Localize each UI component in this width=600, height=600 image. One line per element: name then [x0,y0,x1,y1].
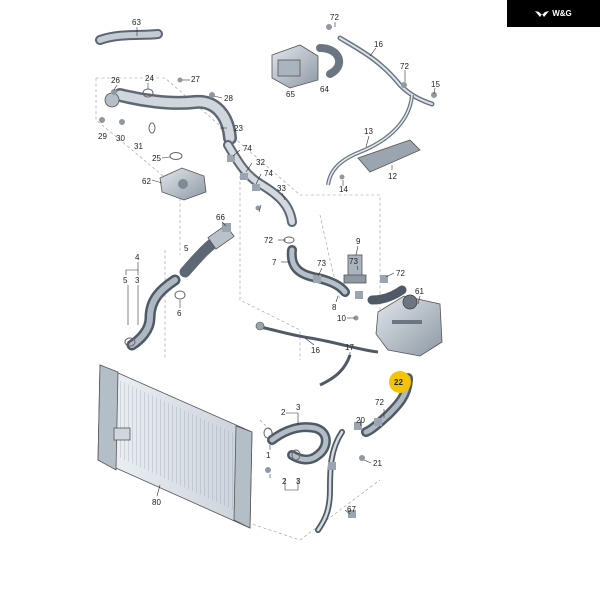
callout-7: 7 [272,258,277,267]
callout-33: 33 [277,184,286,193]
callout-65: 65 [286,90,295,99]
pipe-67 [315,429,345,533]
callout-16: 16 [374,40,383,49]
callout-20: 20 [356,416,365,425]
callout-28: 28 [224,94,233,103]
callout-73: 73 [349,257,358,266]
hose-6 [126,274,181,351]
hose-7 [286,245,350,297]
pipe-18 [255,321,379,354]
callout-17: 17 [345,343,354,352]
cooler-65 [271,44,319,89]
callout-5: 5 [123,276,128,285]
expansion-tank-61 [375,294,443,357]
callout-14: 14 [339,185,348,194]
callout-73: 73 [317,259,326,268]
callout-24: 24 [145,74,154,83]
callout-16: 16 [311,346,320,355]
callout-74: 74 [264,169,273,178]
callout-72: 72 [264,236,273,245]
callout-26: 26 [111,76,120,85]
highlight-marker-22 [389,371,411,393]
valve-9 [343,254,367,284]
callout-74: 74 [243,144,252,153]
callout-27: 27 [191,75,200,84]
hose-63 [95,29,163,45]
callout-4: 4 [135,253,140,262]
fasteners [99,24,437,518]
callout-9: 9 [356,237,361,246]
callout-30: 30 [116,134,125,143]
callout-67: 67 [347,505,356,514]
callout-8: 8 [332,303,337,312]
brand-badge: W&G [507,0,600,27]
wings-icon [535,10,550,17]
hose-lower-2-3 [267,422,331,465]
callout-72: 72 [400,62,409,71]
hose-73 [367,285,407,305]
callout-29: 29 [98,132,107,141]
leader-lines [113,22,436,515]
callout-62: 62 [142,177,151,186]
pump-62 [159,167,207,201]
callout-13: 13 [364,127,373,136]
pipe-13 [326,94,414,186]
callout-31: 31 [134,142,143,151]
callout-61: 61 [415,287,424,296]
callout-10: 10 [337,314,346,323]
callout-15: 15 [431,80,440,89]
callout-3: 3 [135,276,140,285]
hose-5-upper [179,224,235,278]
brand-text: W&G [552,9,572,18]
hose-64 [316,44,344,78]
pipe-32 [223,140,297,227]
callout-2: 2 [282,477,287,486]
callout-3: 3 [296,403,301,412]
callout-1: 1 [266,451,271,460]
callout-72: 72 [330,13,339,22]
callout-6: 6 [177,309,182,318]
radiator-80 [97,364,253,529]
callout-5: 5 [184,244,189,253]
flange-24 [104,88,237,145]
callout-2: 2 [281,408,286,417]
callout-12: 12 [388,172,397,181]
callout-21: 21 [373,459,382,468]
callout-3: 3 [296,477,301,486]
callout-72: 72 [375,398,384,407]
pipe-16-upper [337,35,435,107]
callout-25: 25 [152,154,161,163]
callout-66: 66 [216,213,225,222]
callout-63: 63 [132,18,141,27]
callout-23: 23 [234,124,243,133]
callout-22: 22 [394,378,403,387]
callout-72: 72 [396,269,405,278]
bracket-12 [357,139,421,173]
callout-32: 32 [256,158,265,167]
callout-labels: 63 72 16 65 64 72 15 26 24 27 28 29 30 3… [98,13,440,514]
pipe-17 [319,354,352,387]
callout-80: 80 [152,498,161,507]
callout-64: 64 [320,85,329,94]
